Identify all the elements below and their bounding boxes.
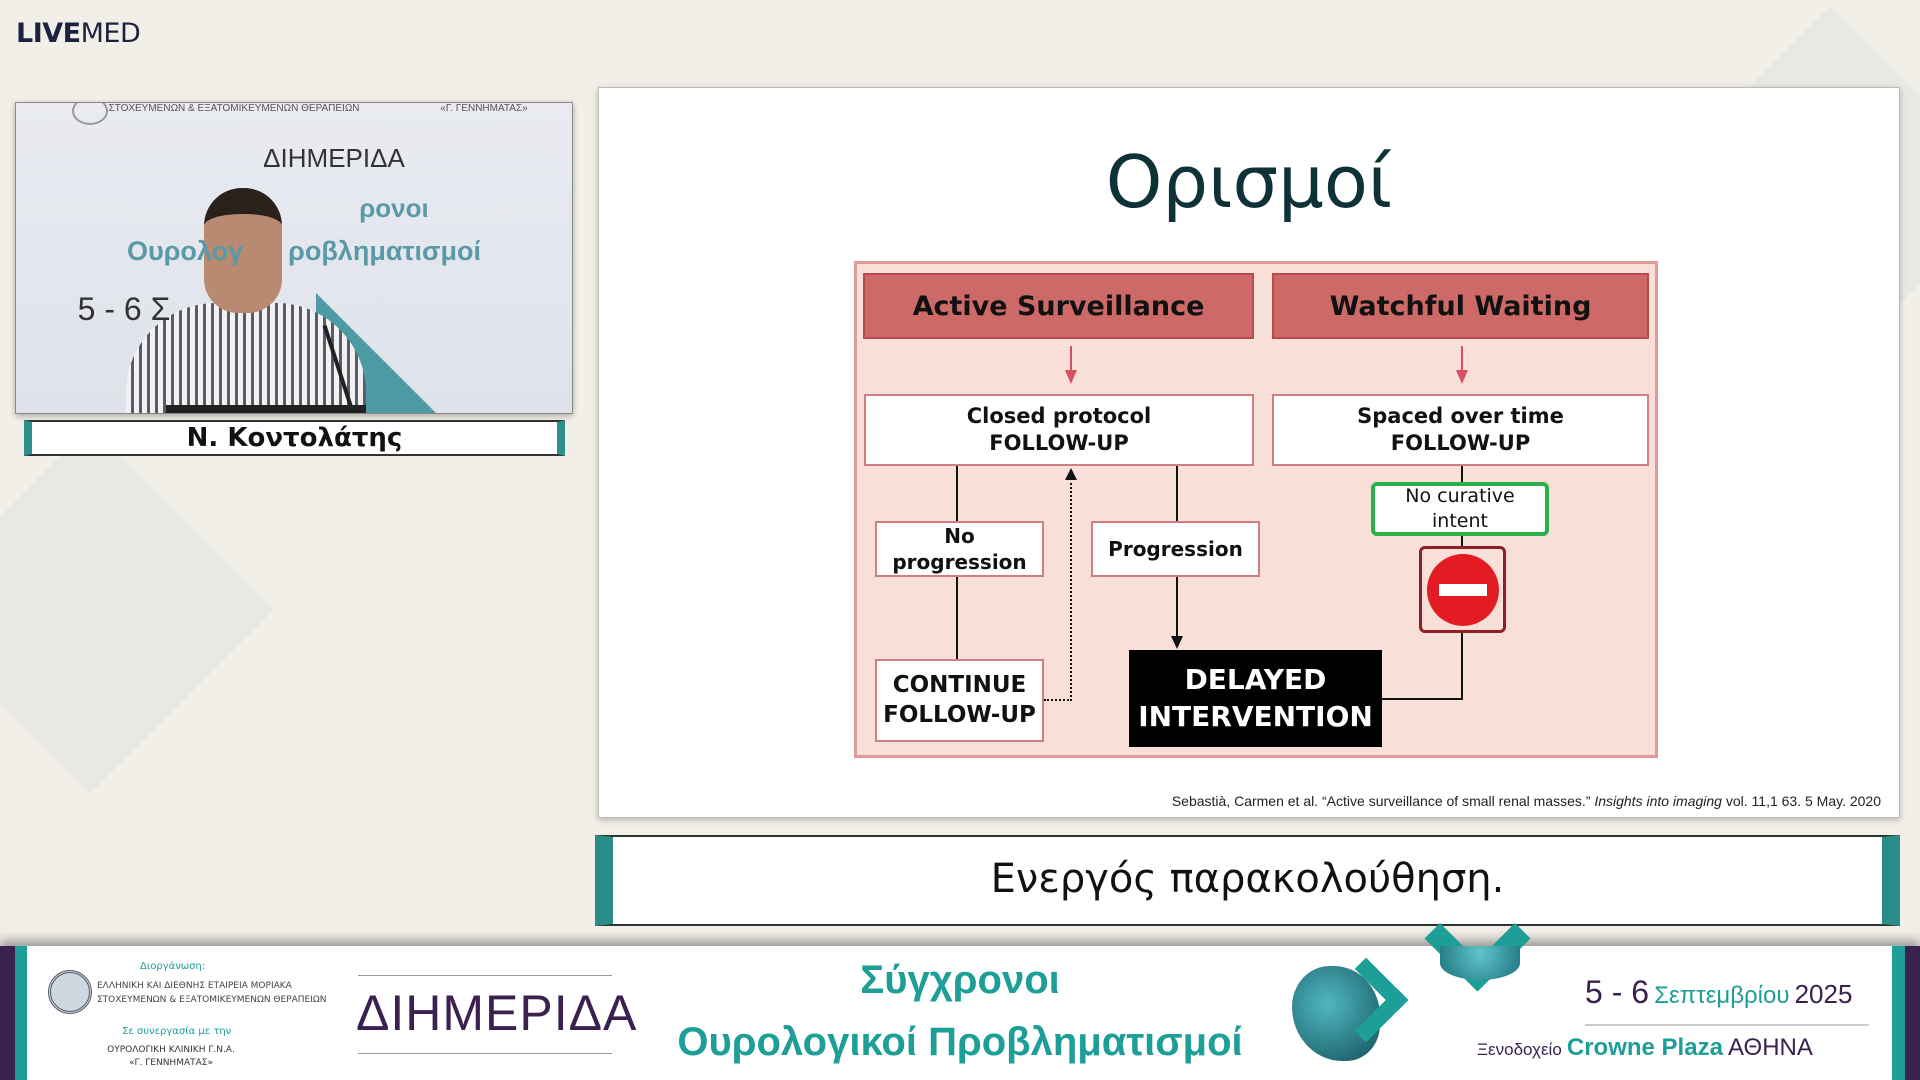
partner-name: ΟΥΡΟΛΟΓΙΚΗ ΚΛΙΝΙΚΗ Γ.Ν.Α.«Γ. ΓΕΝΝΗΜΑΤΑΣ»	[107, 1045, 235, 1068]
banner-right-stripe	[1905, 946, 1920, 1080]
no-progression-box: No progression	[875, 521, 1044, 577]
connector-line	[1176, 577, 1178, 637]
speaker-video: ΣΤΟΧΕΥΜΕΝΩΝ & ΕΞΑΤΟΜΙΚΕΥΜΕΝΩΝ ΘΕΡΑΠΕΙΩΝ …	[15, 102, 573, 414]
speaker-name-tag: Ν. Κοντολάτης	[24, 420, 565, 456]
arrow-down-icon	[1456, 370, 1468, 384]
banner-right-stripe	[1892, 946, 1905, 1080]
progression-box: Progression	[1091, 521, 1260, 577]
arrow-down-icon	[1171, 636, 1183, 649]
flow-diagram: Active Surveillance Watchful Waiting Clo…	[854, 261, 1658, 758]
banner-left-stripe	[15, 946, 27, 1080]
no-entry-sign-icon	[1419, 546, 1506, 633]
speaker-body	[126, 303, 366, 413]
connector-line	[1176, 466, 1178, 521]
dotted-connector	[1044, 699, 1072, 701]
backdrop-line1: ρονοι	[359, 193, 429, 223]
arrow-down-icon	[1065, 370, 1077, 384]
backdrop-title: ΔΙΗΜΕΡΙΔΑ	[263, 143, 405, 173]
arrow-up-icon	[1065, 468, 1077, 480]
backdrop-seal-icon	[72, 103, 108, 125]
divider	[1585, 1024, 1869, 1026]
presentation-slide: Ορισμοί Active Surveillance Watchful Wai…	[598, 87, 1900, 818]
connector-line	[1461, 466, 1463, 486]
event-date: 5 - 6 Σεπτεμβρίου 2025	[1585, 974, 1853, 1010]
decorative-graphic	[1292, 966, 1380, 1061]
connector-line	[1382, 698, 1463, 700]
arrow-down-icon	[1461, 346, 1463, 378]
background-shape	[0, 426, 274, 794]
podium	[166, 405, 366, 413]
society-seal-icon	[48, 970, 92, 1014]
partner-label: Σε συνεργασία με την	[122, 1026, 232, 1037]
active-surveillance-header: Active Surveillance	[863, 273, 1254, 339]
backdrop-org: ΣΤΟΧΕΥΜΕΝΩΝ & ΕΞΑΤΟΜΙΚΕΥΜΕΝΩΝ ΘΕΡΑΠΕΙΩΝ	[108, 103, 360, 114]
dotted-connector	[1070, 478, 1072, 701]
backdrop-line2: Ουρολογ ροβληματισμοί	[127, 236, 481, 266]
event-title-line1: Σύγχρονοι	[860, 958, 1060, 1002]
event-venue: Ξενοδοχείο Crowne Plaza ΑΘΗΝΑ	[1477, 1034, 1813, 1061]
connector-line	[956, 577, 958, 659]
connector-line	[1461, 633, 1463, 700]
no-curative-intent-box: No curative intent	[1371, 482, 1549, 536]
backdrop-date: 5 - 6 Σ	[77, 291, 171, 327]
banner-left-stripe	[0, 946, 15, 1080]
divider	[358, 1053, 612, 1054]
event-title-line2: Ουρολογικοί Προβληματισμοί	[677, 1020, 1243, 1064]
event-banner: Διοργάνωση: ΕΛΛΗΝΙΚΗ ΚΑΙ ΔΙΕΘΝΗΣ ΕΤΑΙΡΕΙ…	[0, 885, 1920, 1080]
slide-title: Ορισμοί	[1105, 140, 1393, 224]
arrow-down-icon	[1070, 346, 1072, 378]
subtitle-caption: Ενεργός παρακολούθηση.	[595, 835, 1900, 926]
connector-line	[956, 466, 958, 521]
organizer-label: Διοργάνωση:	[140, 961, 206, 972]
speaker-head	[204, 188, 282, 313]
backdrop-org-right: «Γ. ΓΕΝΝΗΜΑΤΑΣ»	[440, 103, 528, 114]
livemed-logo: LIVEMED	[16, 18, 141, 49]
event-type: ΔΙΗΜΕΡΙΔΑ	[356, 985, 638, 1041]
connector-line	[1461, 536, 1463, 546]
decorative-graphic	[1440, 946, 1520, 980]
citation: Sebastià, Carmen et al. “Active surveill…	[1171, 793, 1881, 809]
watchful-waiting-header: Watchful Waiting	[1272, 273, 1649, 339]
divider	[358, 975, 612, 976]
